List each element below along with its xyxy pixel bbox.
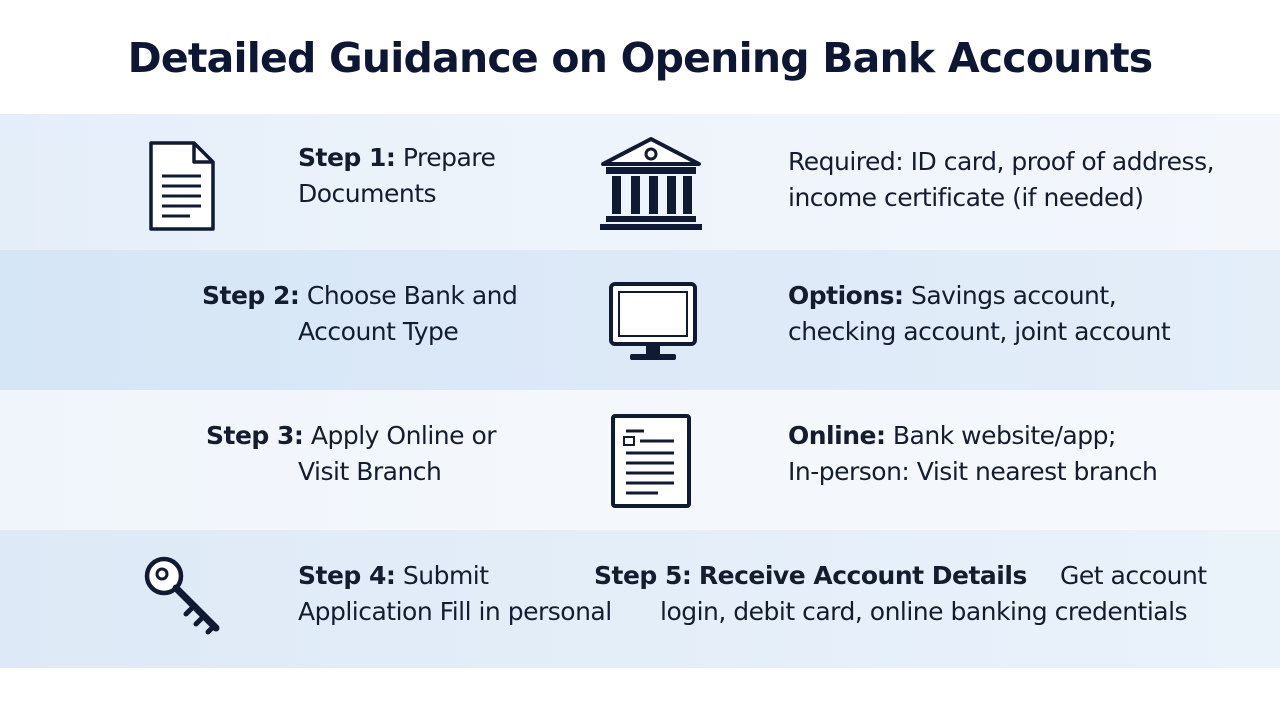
step-2-title-line2: Account Type [298, 317, 459, 346]
step-1-title-line1: Prepare [402, 143, 496, 172]
step-1-title: Step 1: Prepare Documents [298, 140, 496, 212]
step-1-detail: Required: ID card, proof of address, inc… [788, 144, 1215, 216]
step-4-title-line2: Application Fill in personal [298, 597, 612, 626]
document-icon [148, 140, 216, 232]
bank-icon [598, 136, 704, 232]
step-1-label: Step 1: [298, 143, 396, 172]
step-4-title: Step 4: Submit Application Fill in perso… [298, 558, 612, 630]
computer-monitor-icon [608, 281, 698, 363]
step-5-label: Step 5: [594, 561, 692, 590]
step-3-title-line1: Apply Online or [310, 421, 497, 450]
step-5-title-line1: Receive Account Details [698, 561, 1027, 590]
step-1-detail-line2: income certificate (if needed) [788, 183, 1144, 212]
page-title: Detailed Guidance on Opening Bank Accoun… [127, 34, 1154, 82]
step-3-detail-line2: In-person: Visit nearest branch [788, 457, 1158, 486]
step-2-detail-line2: checking account, joint account [788, 317, 1171, 346]
step-5-detail-line1: Get account [1060, 561, 1207, 590]
step-5-title: Step 5: Receive Account Details [594, 558, 1027, 594]
step-2-title: Step 2: Choose Bank and Account Type [202, 278, 518, 350]
step-4-title-line1: Submit [402, 561, 489, 590]
key-icon [142, 554, 224, 638]
step-2-detail: Options: Savings account, checking accou… [788, 278, 1171, 350]
step-1-detail-label: Required: [788, 147, 904, 176]
step-1-title-line2: Documents [298, 179, 437, 208]
step-3-detail: Online: Bank website/app; In-person: Vis… [788, 418, 1158, 490]
step-2-detail-label: Options: [788, 281, 904, 310]
step-1-detail-line1: ID card, proof of address, [910, 147, 1215, 176]
step-3-title-line2: Visit Branch [298, 457, 442, 486]
step-4-row [0, 530, 1280, 668]
step-3-label: Step 3: [206, 421, 304, 450]
step-2-label: Step 2: [202, 281, 300, 310]
step-4-label: Step 4: [298, 561, 396, 590]
step-3-detail-line1: Bank website/app; [892, 421, 1117, 450]
step-2-title-line1: Choose Bank and [306, 281, 518, 310]
step-3-detail-label: Online: [788, 421, 886, 450]
step-2-detail-line1: Savings account, [910, 281, 1117, 310]
step-5-detail-line2: login, debit card, online banking creden… [660, 597, 1188, 626]
form-icon [610, 413, 692, 509]
step-3-title: Step 3: Apply Online or Visit Branch [206, 418, 497, 490]
